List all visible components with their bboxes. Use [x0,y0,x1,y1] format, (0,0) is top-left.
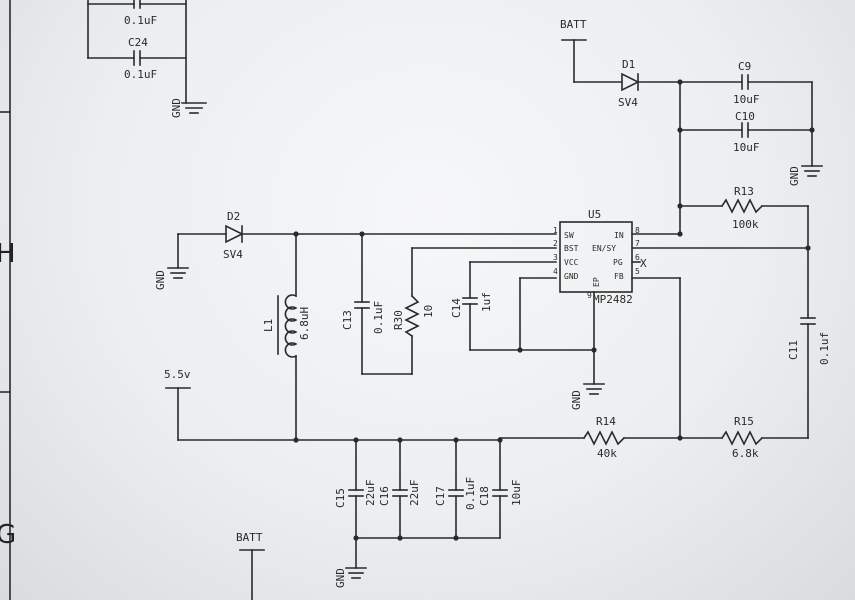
pg-no-connect-mark: X [640,257,647,270]
junction-capgnd-1 [353,535,359,541]
feedback-divider [499,430,809,446]
junction-capgnd-3 [453,535,459,541]
batt-input-net [561,39,623,83]
c18-ref: C18 [478,486,491,506]
c16-ref: C16 [378,486,391,506]
junction-c10 [677,127,683,133]
pin-sw-name: SW [564,231,574,240]
d1-ref: D1 [622,58,635,71]
r14-value: 40k [597,447,617,460]
pin-en-name: EN/SY [592,244,616,253]
ic-gnd-label: GND [570,390,583,410]
r15-value: 6.8k [732,447,759,460]
c17-value: 0.1uF [464,477,477,510]
pin-in-name: IN [614,231,624,240]
pin-7-num: 7 [635,239,640,248]
top-cap-ref: C24 [128,36,148,49]
pin-pg-name: PG [613,258,623,267]
c11-ref: C11 [787,340,800,360]
r13-value: 100k [732,218,759,231]
output-rail [165,387,501,441]
top-cap-value-2: 0.1uF [124,68,157,81]
d2-value: SV4 [223,248,243,261]
r13-ref: R13 [734,185,754,198]
r15-ref: R15 [734,415,754,428]
r14-ref: R14 [596,415,616,428]
zone-letter-g: G [0,520,16,550]
cap-c11 [800,317,816,439]
r30-ref: R30 [392,310,405,330]
c11-value: 0.1uf [818,332,831,365]
ic-u5-ref: U5 [588,208,601,221]
c15-value: 22uF [364,480,377,507]
zone-letter-h: H [0,239,16,269]
vcc-c14-network [462,261,605,395]
c9-ref: C9 [738,60,751,73]
junction-c10-gnd [809,127,815,133]
pin-bst-name: BST [564,244,579,253]
pin-5-num: 5 [635,267,640,276]
top-gnd-label: GND [170,98,183,118]
junction-in-pin [677,231,683,237]
junction-in-top [677,79,683,85]
junction-gnd-1 [517,347,523,353]
pin-6-num: 6 [635,253,640,262]
l1-value: 6.8uH [298,307,311,340]
c14-ref: C14 [450,298,463,318]
bootstrap-network [354,233,557,375]
pin-gnd-name: GND [564,272,579,281]
junction-rail-l1 [293,437,299,443]
inductor-l1 [277,233,298,439]
junction-gnd-2 [591,347,597,353]
c17-ref: C17 [434,486,447,506]
c14-value: 1uf [480,292,493,312]
d1-value: SV4 [618,96,638,109]
pin-2-num: 2 [553,239,558,248]
diode-d1 [621,72,681,92]
c15-ref: C15 [334,488,347,508]
resistor-r13 [679,198,809,319]
pin-3-num: 3 [553,253,558,262]
l1-ref: L1 [262,319,275,332]
d2-gnd-label: GND [154,270,167,290]
pin-1-num: 1 [553,226,558,235]
pin-9-num: 9 [587,291,592,300]
c9-value: 10uF [733,93,760,106]
pin-ep-name: EP [592,277,601,287]
pin-fb-name: FB [614,272,624,281]
batt-bottom-label: BATT [236,531,263,544]
pin-8-num: 8 [635,226,640,235]
sheet-border [0,0,11,600]
rail-5v5-label: 5.5v [164,368,191,381]
c16-value: 22uF [408,480,421,507]
ic-u5-part: MP2482 [593,293,633,306]
batt-top-label: BATT [560,18,587,31]
ic-right-wiring [631,233,809,439]
junction-fb [677,435,683,441]
output-cap-bank [345,439,508,579]
batt-bottom-net [239,549,265,600]
d2-ref: D2 [227,210,240,223]
c18-value: 10uF [510,480,523,507]
pin-vcc-name: VCC [564,258,579,267]
junction-r13 [677,203,683,209]
c13-ref: C13 [341,310,354,330]
c13-value: 0.1uF [372,301,385,334]
c10-value: 10uF [733,141,760,154]
c10-ref: C10 [735,110,755,123]
junction-capgnd-2 [397,535,403,541]
top-left-cap-bank [87,0,207,114]
ic-u5-body [559,221,633,293]
top-cap-value-1: 0.1uF [124,14,157,27]
pin-4-num: 4 [553,267,558,276]
r30-value: 10 [422,305,435,318]
c10-gnd-label: GND [788,166,801,186]
outcap-gnd-label: GND [334,568,347,588]
